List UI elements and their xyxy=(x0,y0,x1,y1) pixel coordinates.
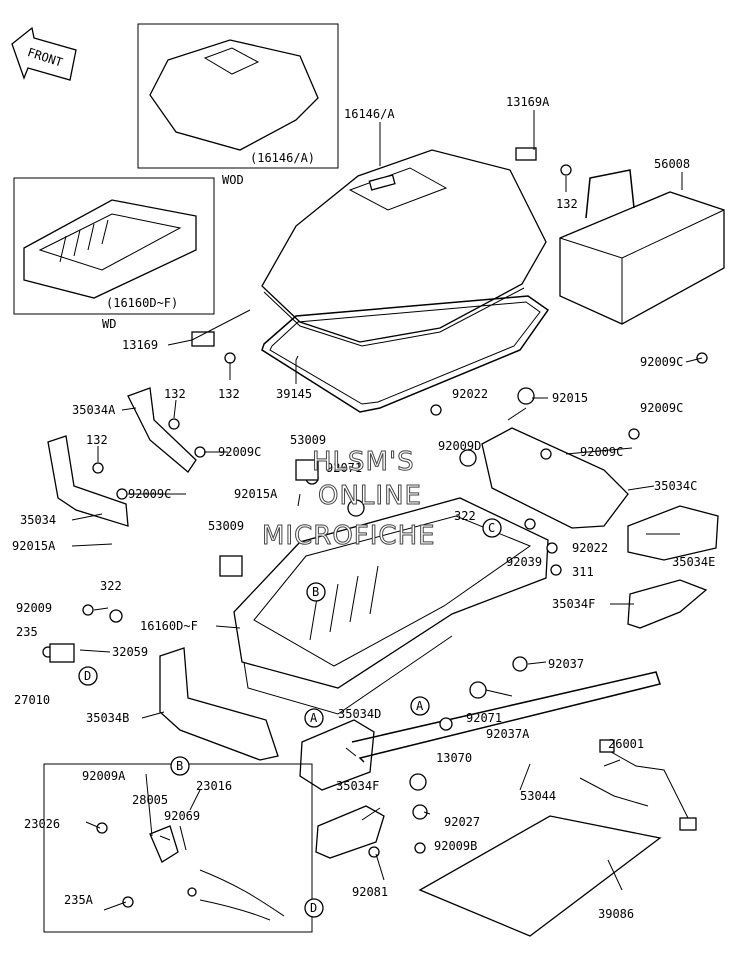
part-label: 35034 xyxy=(20,513,56,527)
latch-53009-upper xyxy=(295,459,319,481)
variant-wod-label: WOD xyxy=(222,173,244,187)
part-label: 92015A xyxy=(12,539,56,553)
part-label: 53044 xyxy=(520,789,556,803)
part-label: 13169A xyxy=(506,95,550,109)
wiring-harness xyxy=(579,747,691,823)
part-label: 132 xyxy=(86,433,108,447)
lock-32059 xyxy=(49,643,75,663)
part-label: 28005 xyxy=(132,793,168,807)
part-label: 35034C xyxy=(654,479,697,493)
part-label: 235 xyxy=(16,625,38,639)
part-label: 322 xyxy=(454,509,476,523)
part-label: 26001 xyxy=(608,737,644,751)
hardware-bolts xyxy=(42,164,708,908)
bracket-35034e xyxy=(627,505,719,561)
part-label: 92081 xyxy=(352,885,388,899)
watermark-line-1: HLSM'S xyxy=(312,447,415,477)
floor-mat xyxy=(418,815,662,937)
trim-rod xyxy=(351,671,661,763)
part-label: 92015A xyxy=(234,487,278,501)
part-label: 16146/A xyxy=(344,107,395,121)
part-labels: 16146/A 13169A 132 56008 13169 132 39145… xyxy=(12,95,715,921)
bracket-35034f-right xyxy=(627,579,708,629)
part-label: 92009C xyxy=(128,487,171,501)
part-label: 92009C xyxy=(218,445,261,459)
part-label: 92071 xyxy=(466,711,502,725)
callout-d1: D xyxy=(84,669,91,683)
inset-bottom-caption: (16160D~F) xyxy=(106,296,178,310)
callout-bubbles: A A B B C D D xyxy=(78,518,502,918)
part-label: 92009C xyxy=(580,445,623,459)
part-label: 92009C xyxy=(640,401,683,415)
part-label: 39086 xyxy=(598,907,634,921)
callout-d2: D xyxy=(310,901,317,915)
part-label: 92069 xyxy=(164,809,200,823)
part-label: 35034A xyxy=(72,403,116,417)
part-label: 32059 xyxy=(112,645,148,659)
part-label: 35034D xyxy=(338,707,381,721)
part-label: 13070 xyxy=(436,751,472,765)
callout-a2: A xyxy=(416,699,424,713)
part-label: 35034E xyxy=(672,555,715,569)
watermark-line-3: MICROFICHE xyxy=(262,521,436,551)
part-label: 92009D xyxy=(438,439,481,453)
part-label: 92015 xyxy=(552,391,588,405)
bracket-35034a xyxy=(127,387,197,473)
part-label: 35034F xyxy=(552,597,595,611)
part-label: 23016 xyxy=(196,779,232,793)
part-label: 53009 xyxy=(290,433,326,447)
callout-b2: B xyxy=(176,759,183,773)
part-label: 35034F xyxy=(336,779,379,793)
front-arrow-icon: FRONT xyxy=(11,26,77,81)
bottom-case xyxy=(233,497,549,715)
part-label: 311 xyxy=(572,565,594,579)
part-label: 92039 xyxy=(506,555,542,569)
part-label: 53009 xyxy=(208,519,244,533)
part-label: 92009A xyxy=(82,769,126,783)
bracket-35034b xyxy=(159,647,279,761)
part-label: 92022 xyxy=(572,541,608,555)
bracket-35034c xyxy=(481,427,629,529)
tool-box xyxy=(559,169,725,325)
part-label: 27010 xyxy=(14,693,50,707)
part-label: 235A xyxy=(64,893,94,907)
part-label: 56008 xyxy=(654,157,690,171)
latch-53009-lower xyxy=(219,555,243,577)
part-label: 23026 xyxy=(24,817,60,831)
part-label: 92022 xyxy=(452,387,488,401)
top-case xyxy=(261,149,547,347)
part-label: 92027 xyxy=(444,815,480,829)
part-label: 92009C xyxy=(640,355,683,369)
seal-ring xyxy=(261,295,550,413)
part-label: 92009 xyxy=(16,601,52,615)
part-label: 35034B xyxy=(86,711,129,725)
bracket-35034 xyxy=(47,435,129,527)
callout-a1: A xyxy=(310,711,318,725)
part-label: 132 xyxy=(556,197,578,211)
part-label: 92009B xyxy=(434,839,477,853)
part-label: 39145 xyxy=(276,387,312,401)
inset-bottom-case: (16160D~F) xyxy=(13,177,215,315)
part-label: 92037A xyxy=(486,727,530,741)
watermark: HLSM'S ONLINE MICROFICHE xyxy=(262,447,436,552)
part-label: 92037 xyxy=(548,657,584,671)
part-label: 132 xyxy=(164,387,186,401)
inset-top-case: (16146/A) xyxy=(137,23,339,169)
bracket-35034d xyxy=(299,719,375,791)
hinge-13169 xyxy=(191,331,215,347)
part-label: 92071 xyxy=(326,461,362,475)
part-label: 16160D~F xyxy=(140,619,198,633)
inset-top-caption: (16146/A) xyxy=(250,151,315,165)
callout-b1: B xyxy=(312,585,319,599)
part-label: 132 xyxy=(218,387,240,401)
leader-lines xyxy=(71,110,703,911)
part-label: 13169 xyxy=(122,338,158,352)
part-label: 322 xyxy=(100,579,122,593)
hinge-13169a xyxy=(515,147,537,161)
watermark-line-2: ONLINE xyxy=(318,481,422,511)
bracket-35034f-bottom xyxy=(315,805,385,859)
variant-wd-label: WD xyxy=(102,317,116,331)
callout-c: C xyxy=(488,521,495,535)
